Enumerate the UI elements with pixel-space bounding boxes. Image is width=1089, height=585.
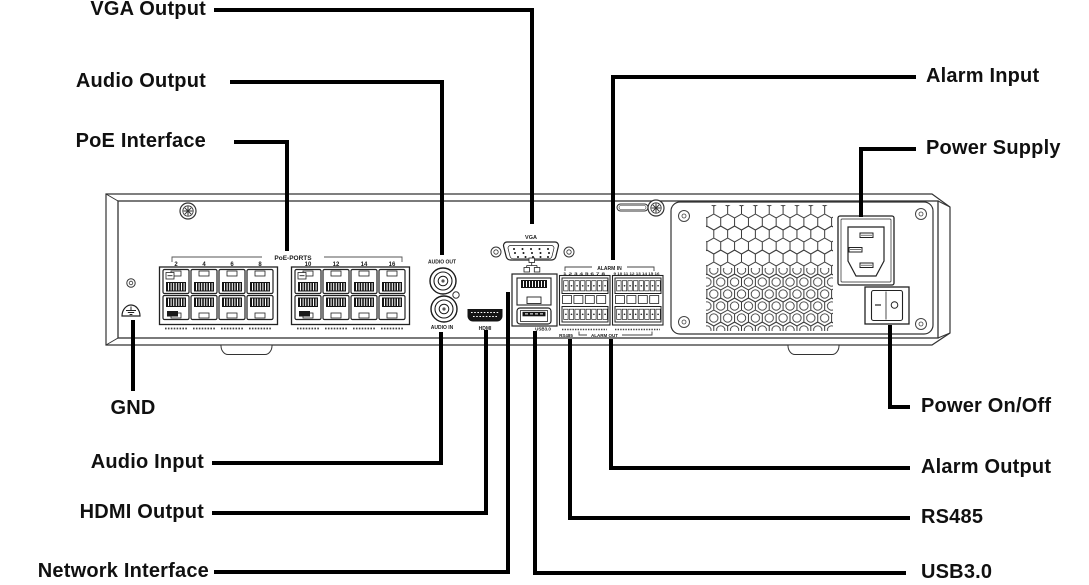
hdmi-label: HDMI — [479, 326, 492, 332]
gnd-terminal — [121, 278, 141, 317]
callout-line-rs485 — [568, 339, 910, 520]
alarm-in-label: ALARM IN — [597, 266, 622, 272]
vent-slot — [616, 203, 649, 212]
callout-audio-input: Audio Input — [90, 451, 204, 473]
foot-right — [787, 344, 840, 356]
ground-icon — [121, 304, 141, 317]
alarm-terminal-blocks: ALARM IN 1 2 3 4 5 6 7 8 9 10 11 12 13 1… — [558, 266, 664, 338]
poe-port-number: 8 — [258, 262, 262, 268]
poe-port-number: 6 — [230, 262, 234, 268]
callout-hdmi-output: HDMI Output — [79, 501, 204, 523]
power-switch — [864, 286, 910, 325]
callout-line-poe-interface — [234, 140, 289, 251]
callout-line-audio-input — [212, 332, 443, 465]
poe-port-number: 12 — [333, 262, 340, 268]
callout-line-power-supply — [859, 147, 916, 217]
usb-label: USB3.0 — [535, 327, 551, 332]
audio-section: AUDIO OUT AUDIO IN — [428, 260, 460, 331]
callout-network-interface: Network Interface — [37, 560, 209, 582]
callout-line-power-on-off — [888, 325, 910, 409]
poe-port-number: 4 — [202, 262, 206, 268]
callout-usb3: USB3.0 — [921, 561, 993, 583]
callout-power-on-off: Power On/Off — [921, 395, 1052, 417]
audio-out-jack — [429, 267, 457, 295]
audio-in-jack — [430, 295, 458, 323]
rs485-label: RS485 — [559, 333, 573, 338]
poe-ports-section: PoE-PORTS 2 4 6 8 10 12 14 16 — [158, 255, 411, 330]
callout-line-alarm-input — [611, 75, 916, 260]
callout-line-network-interface — [214, 292, 510, 574]
poe-port-block-left — [158, 266, 279, 326]
poe-port-number: 14 — [361, 262, 368, 268]
callout-audio-output: Audio Output — [75, 70, 206, 92]
poe-port-number: 10 — [305, 262, 312, 268]
chassis-screw — [179, 202, 197, 220]
usb-port — [516, 307, 552, 325]
vga-port: VGA — [490, 235, 575, 261]
poe-ports-label: PoE-PORTS — [274, 255, 312, 262]
callout-line-alarm-output — [609, 339, 910, 470]
network-usb-section: USB3.0 — [511, 257, 558, 332]
callout-line-vga-output — [214, 8, 534, 224]
alarm-in-numbers-right: 9 10 11 12 13 14 15 16 — [614, 271, 661, 276]
alarm-in-numbers-left: 1 2 3 4 5 6 7 8 — [563, 271, 606, 276]
network-port — [516, 277, 552, 306]
alarm-out-label: ALARM OUT — [591, 333, 618, 338]
callout-alarm-input: Alarm Input — [926, 65, 1040, 87]
foot-left — [220, 344, 273, 356]
callout-gnd: GND — [110, 397, 156, 419]
poe-port-block-right — [290, 266, 411, 326]
callout-alarm-output: Alarm Output — [921, 456, 1052, 478]
poe-port-number: 16 — [389, 262, 396, 268]
chassis-screw — [647, 199, 665, 217]
callout-power-supply: Power Supply — [926, 137, 1061, 159]
power-inlet — [837, 215, 895, 286]
network-icon — [523, 257, 541, 273]
hdmi-port: HDMI — [467, 309, 503, 332]
callout-line-hdmi-output — [212, 330, 488, 515]
audio-out-label: AUDIO OUT — [428, 260, 456, 266]
poe-port-number: 2 — [174, 262, 178, 268]
vent-grille — [706, 205, 833, 331]
callout-vga-output: VGA Output — [90, 0, 206, 20]
vga-label: VGA — [525, 235, 537, 241]
callout-rs485: RS485 — [921, 506, 984, 528]
callout-poe-interface: PoE Interface — [75, 130, 206, 152]
psu-plate — [670, 201, 934, 335]
callout-line-audio-output — [230, 80, 444, 255]
audio-in-label: AUDIO IN — [431, 325, 454, 331]
callout-line-usb3 — [533, 331, 906, 575]
